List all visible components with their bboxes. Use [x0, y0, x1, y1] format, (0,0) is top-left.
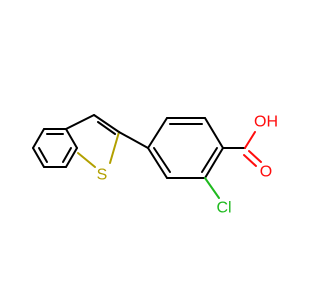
- carboxyl-group: [222, 131, 262, 167]
- bond: [93, 114, 120, 133]
- carbonyl-double-bond: [248, 150, 262, 163]
- bond: [147, 147, 168, 179]
- bond: [147, 117, 168, 149]
- sulfur-label: S: [97, 167, 108, 184]
- bond-to-hydroxyl: [244, 131, 256, 149]
- double-bond-inner: [97, 121, 116, 135]
- biaryl-bond: [118, 131, 149, 149]
- bond-to-chlorine: [204, 177, 220, 199]
- bond-to-sulfur: [77, 152, 96, 168]
- benzo-ring: [32, 128, 78, 168]
- bond: [65, 114, 95, 130]
- bond: [65, 128, 78, 149]
- double-bond-inner: [62, 147, 72, 163]
- bond: [204, 117, 224, 149]
- molecule-structure-diagram: OH O Cl S: [32, 114, 278, 217]
- carbonyl-oxygen-label: O: [260, 164, 272, 181]
- bond: [204, 147, 224, 179]
- carbonyl-double-bond: [243, 154, 257, 167]
- double-bond-inner: [201, 147, 218, 173]
- bond-to-sulfur: [109, 131, 120, 164]
- bond: [65, 147, 78, 168]
- thiophene-ring: [65, 114, 120, 168]
- bond: [32, 128, 45, 149]
- double-bond-inner: [38, 147, 48, 163]
- chlorine-label: Cl: [216, 200, 231, 217]
- hydroxyl-label: OH: [254, 114, 278, 131]
- benzoic-ring: [147, 117, 224, 179]
- double-bond-inner: [153, 147, 171, 173]
- bond: [32, 147, 45, 168]
